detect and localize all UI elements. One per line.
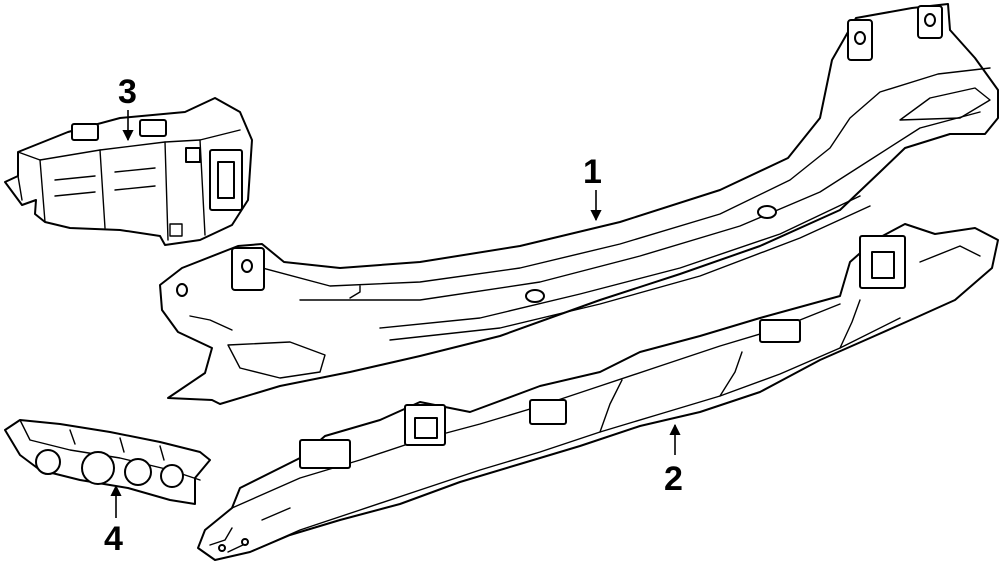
callout-3: 3 — [118, 73, 137, 111]
callout-2: 2 — [664, 460, 683, 498]
part-2-energy-absorber — [197, 223, 999, 561]
callout-4: 4 — [104, 520, 123, 558]
part-4-side-bracket — [4, 419, 211, 505]
part-3-mounting-bracket — [4, 97, 253, 246]
part-1-reinforcement-beam — [159, 3, 999, 405]
callout-1: 1 — [583, 153, 602, 191]
